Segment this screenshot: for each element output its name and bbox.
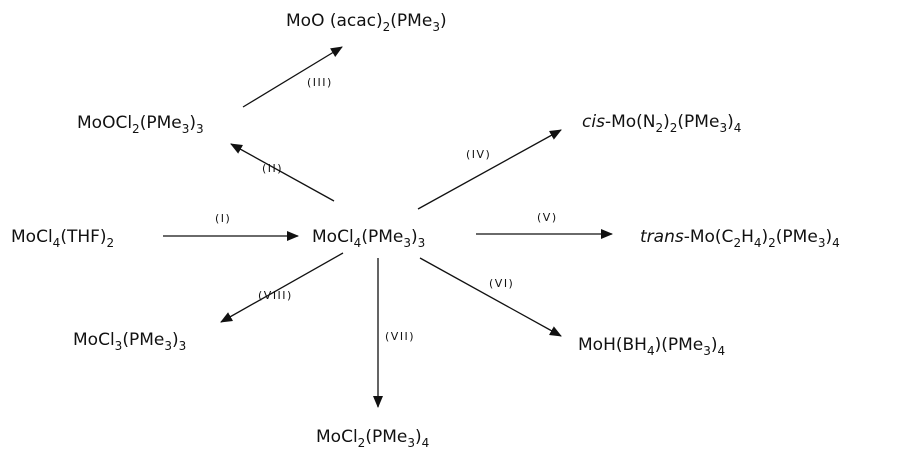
step-label-iv: (IV) — [466, 148, 491, 161]
formula-text: MoO (acac) — [286, 11, 383, 31]
formula-subscript: 4 — [422, 436, 430, 449]
formula-subscript: 2 — [656, 121, 664, 135]
formula-subscript: 3 — [179, 339, 187, 353]
formula-subscript: 3 — [818, 236, 826, 250]
formula-subscript: 3 — [403, 236, 411, 250]
formula-subscript: 2 — [107, 236, 115, 250]
compound-mocl4-thf: MoCl4(THF)2 — [11, 227, 114, 250]
formula-text: (PMe — [677, 112, 719, 132]
formula-text: MoCl — [312, 227, 354, 247]
formula-text: (THF) — [60, 227, 106, 247]
step-label-vi: (VI) — [489, 277, 514, 290]
formula-text: MoCl — [73, 330, 115, 350]
formula-text: ) — [711, 335, 718, 355]
formula-text: ) — [727, 112, 734, 132]
arrow-ii — [230, 143, 335, 202]
formula-text: ) — [440, 11, 447, 31]
arrow-iii — [242, 46, 343, 108]
arrow-viii — [220, 252, 344, 323]
formula-subscript: 2 — [358, 436, 366, 449]
compound-moo-acac: MoO (acac)2(PMe3) — [286, 11, 447, 34]
formula-text: ) — [663, 112, 670, 132]
formula-subscript: 2 — [670, 121, 678, 135]
formula-text: (PMe — [361, 227, 403, 247]
formula-subscript: 3 — [703, 344, 711, 358]
step-label-ii: (II) — [262, 162, 283, 175]
formula-text: ) — [762, 227, 769, 247]
formula-text: cis — [582, 112, 605, 132]
formula-text: (PMe — [390, 11, 432, 31]
arrow-vi — [419, 257, 562, 337]
formula-subscript: 4 — [647, 344, 655, 358]
formula-text: )(PMe — [655, 335, 704, 355]
step-label-vii: (VII) — [385, 330, 415, 343]
formula-text: (PMe — [140, 113, 182, 133]
formula-subscript: 4 — [754, 236, 762, 250]
formula-subscript: 3 — [407, 436, 415, 449]
arrow-iv — [417, 129, 562, 210]
formula-text: -Mo(N — [605, 112, 656, 132]
formula-subscript: 4 — [718, 344, 726, 358]
step-label-v: (V) — [537, 211, 558, 224]
formula-text: MoH(BH — [578, 335, 647, 355]
formula-subscript: 2 — [383, 20, 391, 34]
compound-cis-n2: cis-Mo(N2)2(PMe3)4 — [582, 112, 741, 135]
formula-subscript: 3 — [164, 339, 172, 353]
formula-text: ) — [411, 227, 418, 247]
formula-text: (PMe — [122, 330, 164, 350]
compound-center: MoCl4(PMe3)3 — [312, 227, 425, 250]
formula-subscript: 3 — [719, 121, 727, 135]
formula-subscript: 2 — [132, 122, 140, 136]
formula-subscript: 3 — [432, 20, 440, 34]
formula-text: MoCl — [11, 227, 53, 247]
formula-text: ) — [415, 427, 422, 447]
formula-text: ) — [172, 330, 179, 350]
formula-subscript: 4 — [354, 236, 362, 250]
formula-subscript: 2 — [768, 236, 776, 250]
compound-moh-bh4: MoH(BH4)(PMe3)4 — [578, 335, 725, 358]
step-label-i: (I) — [215, 212, 231, 225]
compound-trans-c2h4: trans-Mo(C2H4)2(PMe3)4 — [640, 227, 840, 250]
formula-text: H — [741, 227, 754, 247]
formula-text: ) — [189, 113, 196, 133]
formula-subscript: 3 — [115, 339, 123, 353]
formula-subscript: 3 — [196, 122, 204, 136]
compound-mocl2: MoCl2(PMe3)4 — [316, 427, 429, 449]
formula-subscript: 4 — [832, 236, 840, 250]
formula-text: -Mo(C — [684, 227, 734, 247]
formula-text: (PMe — [776, 227, 818, 247]
step-label-iii: (III) — [307, 76, 333, 89]
formula-text: trans — [640, 227, 684, 247]
compound-mocl3: MoCl3(PMe3)3 — [73, 330, 186, 353]
formula-subscript: 4 — [53, 236, 61, 250]
formula-subscript: 3 — [418, 236, 426, 250]
formula-subscript: 3 — [182, 122, 190, 136]
formula-text: (PMe — [365, 427, 407, 447]
formula-text: ) — [825, 227, 832, 247]
formula-subscript: 2 — [733, 236, 741, 250]
formula-subscript: 4 — [734, 121, 742, 135]
formula-text: MoCl — [316, 427, 358, 447]
step-label-viii: (VIII) — [258, 289, 293, 302]
formula-text: MoOCl — [77, 113, 132, 133]
compound-moocl2: MoOCl2(PMe3)3 — [77, 113, 204, 136]
